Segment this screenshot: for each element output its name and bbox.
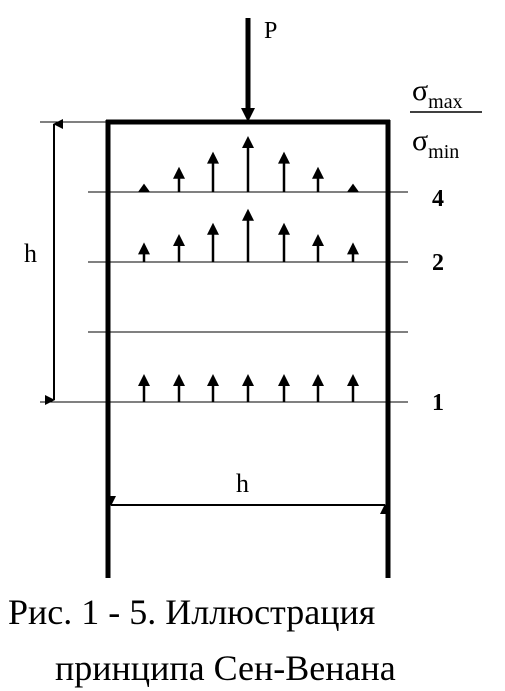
sigma-min-symbol: σ xyxy=(412,124,428,157)
width-label: h xyxy=(236,469,249,498)
stress-arrow-head xyxy=(173,374,185,386)
sigma-max-sub: max xyxy=(428,91,462,113)
sigma-max-label: σmax xyxy=(412,74,463,113)
stress-arrow-head xyxy=(207,374,219,386)
stress-arrow-head xyxy=(278,151,290,164)
caption-line-2: принципа Сен-Венана xyxy=(55,648,396,688)
section-label-2: 2 xyxy=(432,250,444,276)
stress-arrow-head xyxy=(173,234,185,246)
load-label: P xyxy=(264,18,277,44)
stress-arrow-head xyxy=(242,374,254,386)
stress-arrow-head xyxy=(278,222,290,235)
stress-arrow-head xyxy=(207,151,219,164)
height-label: h xyxy=(24,239,37,268)
stress-arrow-head xyxy=(278,374,290,386)
caption-line-1: Рис. 1 - 5. Иллюстрация xyxy=(8,592,376,632)
stress-arrow-head xyxy=(347,374,359,386)
stress-arrow-head xyxy=(242,208,254,221)
stress-arrow-head xyxy=(138,242,150,255)
stress-arrow-head xyxy=(312,166,324,179)
stress-arrow-head xyxy=(347,242,359,255)
stress-arrow-head xyxy=(242,136,254,148)
sigma-max-symbol: σ xyxy=(412,74,428,107)
load-arrow-head xyxy=(241,108,255,122)
stress-arrow-head xyxy=(347,183,359,192)
stress-arrow-head xyxy=(138,374,150,386)
stress-arrows xyxy=(138,136,359,402)
stress-arrow-head xyxy=(173,166,185,179)
section-label-4: 4 xyxy=(432,186,444,212)
stress-arrow-head xyxy=(207,222,219,235)
sigma-min-label: σmin xyxy=(412,124,459,163)
stress-arrow-head xyxy=(312,374,324,386)
sigma-min-sub: min xyxy=(428,141,459,163)
section-label-1: 1 xyxy=(432,390,444,416)
stress-arrow-head xyxy=(138,183,150,192)
stress-arrow-head xyxy=(312,234,324,246)
